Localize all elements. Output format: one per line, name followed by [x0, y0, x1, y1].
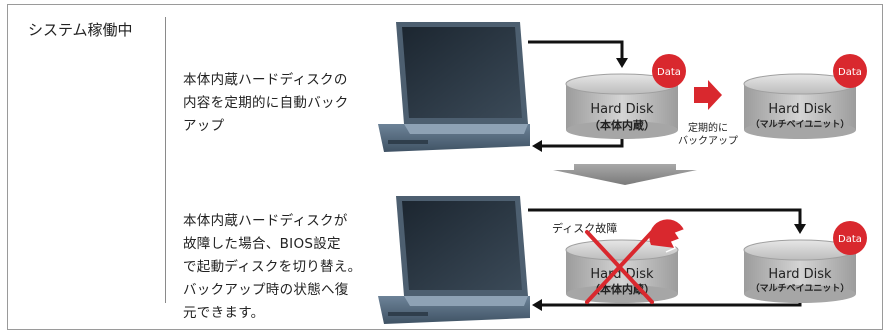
disk-external-upper-name: Hard Disk — [768, 102, 832, 117]
backup-label-line1: 定期的に — [688, 121, 728, 134]
system-running-label: システム稼働中 — [28, 21, 133, 39]
data-badge-text: Data — [838, 234, 862, 245]
broken-data-badge — [649, 219, 685, 253]
data-badge-text: Data — [838, 67, 862, 78]
backup-label-line2: バックアップ — [678, 135, 738, 147]
backup-arrow-red — [694, 80, 722, 110]
data-badge-upper-external: Data — [833, 54, 867, 88]
data-badge-text: Data — [657, 67, 681, 78]
laptop-lower — [378, 196, 530, 324]
transition-down-arrow — [553, 164, 697, 185]
laptop-upper — [378, 22, 530, 152]
disk-internal-upper-sub: （本体内蔵） — [589, 118, 655, 132]
disk-failure-label: ディスク故障 — [552, 221, 617, 235]
disk-external-upper-sub: （マルチベイユニット） — [751, 119, 850, 130]
data-badge-lower-external: Data — [833, 221, 867, 255]
divider-line — [165, 17, 166, 303]
data-badge-upper-internal: Data — [652, 54, 686, 88]
disk-internal-upper-name: Hard Disk — [590, 102, 654, 117]
lower-description: 本体内蔵ハードディスクが 故障した場合、BIOS設定 で起動ディスクを切り替え。… — [183, 213, 362, 321]
disk-internal-lower-name: Hard Disk — [590, 267, 654, 282]
disk-internal-upper: Hard Disk （本体内蔵） — [565, 73, 679, 139]
disk-external-upper: Hard Disk （マルチベイユニット） — [743, 73, 857, 139]
upper-description: 本体内蔵ハードディスクの 内容を定期的に自動バック アップ — [183, 72, 349, 134]
disk-external-lower-sub: （マルチベイユニット） — [751, 283, 850, 294]
disk-external-lower: Hard Disk （マルチベイユニット） — [743, 239, 857, 303]
disk-external-lower-name: Hard Disk — [768, 267, 832, 282]
failure-x-icon — [585, 230, 654, 304]
